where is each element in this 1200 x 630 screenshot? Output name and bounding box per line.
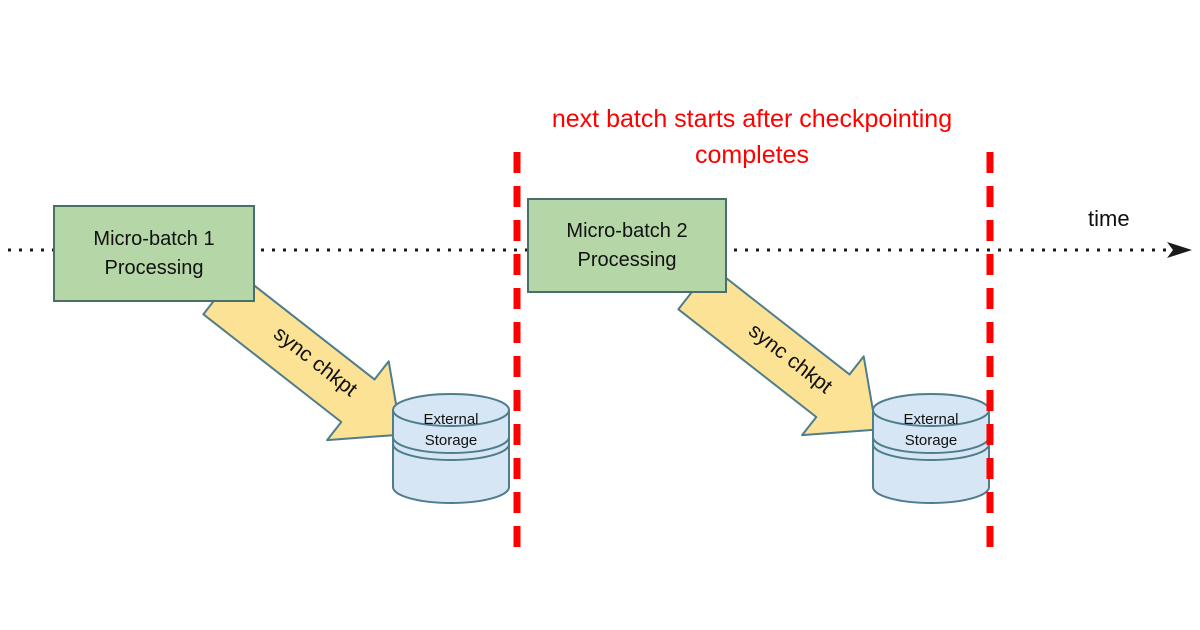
micro-batch-1-box: Micro-batch 1 Processing: [53, 205, 255, 302]
micro-batch-1-title-line1: Micro-batch 1: [93, 227, 215, 250]
external-storage-label-1: External Storage: [393, 409, 509, 451]
micro-batch-2-title-line2: Processing: [577, 248, 677, 271]
checkpoint-annotation-line1: next batch starts after checkpointing: [551, 105, 953, 133]
external-storage-label-1-line2: Storage: [424, 432, 478, 449]
sync-checkpoint-arrow-1: [202, 270, 403, 442]
external-storage-label-1-line1: External: [423, 411, 479, 428]
external-storage-cylinder-2: [872, 393, 990, 504]
checkpoint-annotation-line2: completes: [695, 141, 809, 169]
time-axis-label: time: [1088, 206, 1130, 231]
micro-batch-2-title-line1: Micro-batch 2: [566, 219, 688, 242]
external-storage-cylinder-1: [392, 393, 510, 504]
checkpoint-annotation: next batch starts after checkpointing co…: [512, 101, 992, 173]
external-storage-label-2-line1: External: [903, 411, 959, 428]
timeline-arrowhead-icon: [1167, 242, 1192, 258]
sync-checkpoint-arrow-2: [677, 265, 878, 437]
external-storage-label-2: External Storage: [873, 409, 989, 451]
micro-batch-2-box: Micro-batch 2 Processing: [527, 198, 727, 293]
micro-batch-1-title-line2: Processing: [104, 256, 204, 279]
external-storage-label-2-line2: Storage: [904, 432, 958, 449]
